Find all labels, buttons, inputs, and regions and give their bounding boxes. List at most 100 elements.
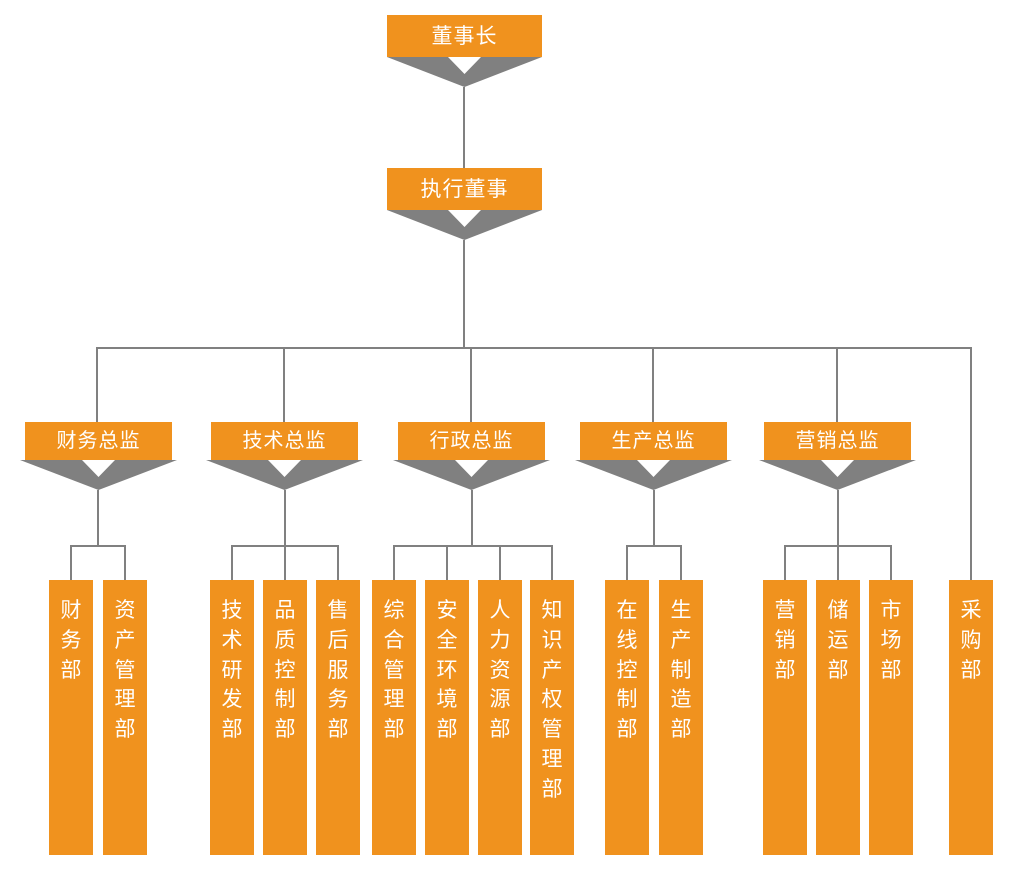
- node-dept-quality-control[interactable]: 品质控制部: [263, 580, 307, 855]
- vertical-char: 综: [383, 599, 405, 622]
- vertical-char: 理: [383, 688, 405, 712]
- node-director-technology[interactable]: 技术总监: [211, 422, 358, 460]
- connector-finance-to-dept-1: [70, 545, 72, 580]
- node-director-marketing[interactable]: 营销总监: [764, 422, 911, 460]
- connector-bus-to-purchasing: [970, 347, 972, 580]
- vertical-char: 境: [436, 688, 458, 712]
- vertical-char: 运: [827, 628, 849, 652]
- connector-technology-to-dept-2: [284, 545, 286, 580]
- vertical-char: 源: [489, 688, 511, 712]
- vertical-char: 产: [670, 628, 692, 652]
- connector-marketing-stem: [837, 490, 839, 545]
- vertical-char: 知: [541, 599, 563, 622]
- connector-bus-to-director-5: [836, 347, 838, 422]
- node-director-production[interactable]: 生产总监: [580, 422, 727, 460]
- vertical-char: 人: [489, 599, 511, 622]
- node-chairman[interactable]: 董事长: [387, 15, 542, 57]
- vertical-char: 造: [670, 688, 692, 712]
- node-dept-online-control[interactable]: 在线控制部: [605, 580, 649, 855]
- connector-administration-to-dept-2: [446, 545, 448, 580]
- main-distribution-bus: [96, 347, 972, 349]
- node-dept-sales[interactable]: 营销部: [763, 580, 807, 855]
- vertical-char: 部: [774, 658, 796, 682]
- vertical-char: 部: [436, 718, 458, 742]
- node-dept-intellectual-property[interactable]: 知识产权管理部: [530, 580, 574, 855]
- vertical-char: 部: [114, 718, 136, 742]
- node-dept-rnd[interactable]: 技术研发部: [210, 580, 254, 855]
- sub-bus-finance: [70, 545, 126, 547]
- node-dept-human-resources[interactable]: 人力资源部: [478, 580, 522, 855]
- vertical-char: 部: [489, 718, 511, 742]
- vertical-char: 部: [541, 777, 563, 801]
- vertical-char: 部: [274, 718, 296, 742]
- node-dept-asset-management[interactable]: 资产管理部: [103, 580, 147, 855]
- node-director-production-label: 生产总监: [611, 430, 696, 452]
- vertical-char: 部: [880, 658, 902, 682]
- node-director-technology-label: 技术总监: [242, 430, 327, 452]
- connector-marketing-to-dept-1: [784, 545, 786, 580]
- node-executive-director[interactable]: 执行董事: [387, 168, 542, 210]
- node-dept-general-management[interactable]: 综合管理部: [372, 580, 416, 855]
- connector-bus-to-director-1: [96, 347, 98, 422]
- node-dept-storage-transport[interactable]: 储运部: [816, 580, 860, 855]
- sub-bus-production: [626, 545, 682, 547]
- connector-technology-stem: [284, 490, 286, 545]
- vertical-char: 采: [960, 599, 982, 622]
- vertical-char: 售: [327, 599, 349, 622]
- vertical-char: 理: [114, 688, 136, 712]
- vertical-char: 控: [274, 658, 296, 682]
- node-executive-director-label: 执行董事: [420, 177, 509, 201]
- sub-bus-administration: [393, 545, 552, 547]
- node-dept-after-sales[interactable]: 售后服务部: [316, 580, 360, 855]
- vertical-char: 部: [60, 658, 82, 682]
- vertical-char: 识: [541, 628, 563, 652]
- connector-finance-stem: [97, 490, 99, 545]
- vertical-char: 部: [827, 658, 849, 682]
- vertical-char: 部: [327, 718, 349, 742]
- node-dept-finance[interactable]: 财务部: [49, 580, 93, 855]
- vertical-char: 部: [960, 658, 982, 682]
- vertical-char: 管: [114, 658, 136, 682]
- connector-marketing-to-dept-2: [837, 545, 839, 580]
- connector-finance-to-dept-2: [124, 545, 126, 580]
- vertical-char: 务: [60, 628, 82, 652]
- connector-administration-to-dept-1: [393, 545, 395, 580]
- vertical-char: 生: [670, 599, 692, 622]
- vertical-char: 销: [774, 628, 796, 652]
- vertical-char: 部: [221, 718, 243, 742]
- node-director-administration[interactable]: 行政总监: [398, 422, 545, 460]
- vertical-char: 产: [541, 658, 563, 682]
- vertical-char: 管: [541, 718, 563, 742]
- connector-production-stem: [653, 490, 655, 545]
- connector-chairman-to-executive: [463, 87, 465, 168]
- vertical-char: 部: [616, 718, 638, 742]
- vertical-char: 购: [960, 628, 982, 652]
- connector-marketing-to-dept-3: [890, 545, 892, 580]
- node-director-finance[interactable]: 财务总监: [25, 422, 172, 460]
- vertical-char: 理: [541, 748, 563, 772]
- vertical-char: 研: [221, 658, 243, 682]
- node-director-administration-label: 行政总监: [429, 430, 514, 452]
- connector-administration-to-dept-3: [499, 545, 501, 580]
- vertical-char: 环: [436, 658, 458, 682]
- node-dept-manufacturing[interactable]: 生产制造部: [659, 580, 703, 855]
- connector-production-to-dept-1: [626, 545, 628, 580]
- node-dept-purchasing[interactable]: 采购部: [949, 580, 993, 855]
- connector-production-to-dept-2: [680, 545, 682, 580]
- vertical-char: 务: [327, 688, 349, 712]
- connector-technology-to-dept-3: [337, 545, 339, 580]
- vertical-char: 营: [774, 599, 796, 622]
- vertical-char: 服: [327, 658, 349, 682]
- node-dept-safety-environment[interactable]: 安全环境部: [425, 580, 469, 855]
- vertical-char: 后: [327, 628, 349, 652]
- vertical-char: 术: [221, 628, 243, 652]
- vertical-char: 资: [489, 658, 511, 682]
- node-dept-market[interactable]: 市场部: [869, 580, 913, 855]
- node-chairman-label: 董事长: [431, 24, 498, 48]
- node-director-marketing-label: 营销总监: [795, 430, 880, 452]
- vertical-char: 权: [541, 688, 563, 712]
- connector-executive-to-bus: [463, 240, 465, 348]
- vertical-char: 控: [616, 658, 638, 682]
- connector-technology-to-dept-1: [231, 545, 233, 580]
